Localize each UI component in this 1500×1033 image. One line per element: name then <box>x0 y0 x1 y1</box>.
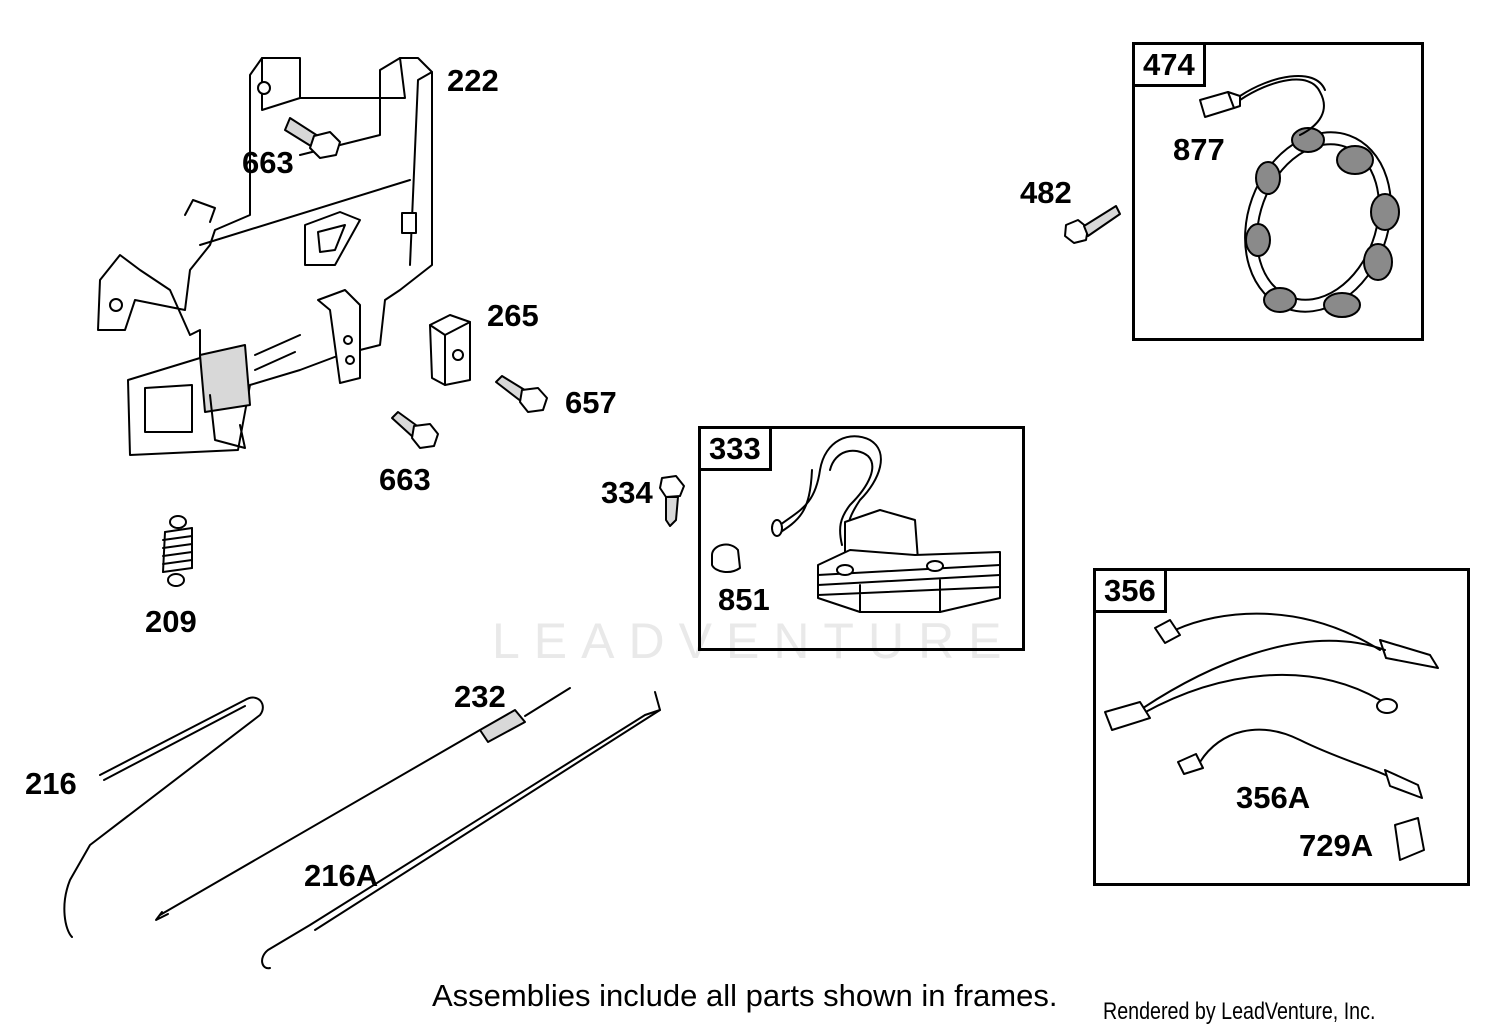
harness-drawing <box>1104 612 1439 861</box>
callout-265: 265 <box>487 298 539 333</box>
frame-474-tab: 474 <box>1132 42 1206 87</box>
wire-216-drawing <box>63 696 264 938</box>
control-bracket-drawing <box>97 57 433 456</box>
callout-222: 222 <box>447 63 499 98</box>
callout-729A: 729A <box>1299 828 1374 863</box>
callout-232: 232 <box>454 679 506 714</box>
screw-663-lower-drawing <box>391 411 439 449</box>
callout-356A: 356A <box>1236 780 1311 815</box>
screw-334-drawing <box>659 475 685 527</box>
screw-657-drawing <box>495 375 548 413</box>
frame-474: 474 <box>1132 42 1424 341</box>
frame-333-tab: 333 <box>698 426 772 471</box>
screw-482-drawing <box>1064 205 1121 244</box>
callout-216A: 216A <box>304 858 379 893</box>
callout-663-lower: 663 <box>379 462 431 497</box>
callout-851: 851 <box>718 582 770 617</box>
footnote: Assemblies include all parts shown in fr… <box>432 978 1058 1013</box>
stator-drawing <box>1199 75 1400 318</box>
callout-663-top: 663 <box>242 145 294 180</box>
render-credit: Rendered by LeadVenture, Inc. <box>1103 998 1376 1025</box>
callout-216: 216 <box>25 766 77 801</box>
callout-657: 657 <box>565 385 617 420</box>
callout-877: 877 <box>1173 132 1225 167</box>
screw-663-top-drawing <box>284 117 341 159</box>
wire-216A-drawing <box>261 691 661 970</box>
frame-333: 333 <box>698 426 1025 651</box>
frame-356-tab: 356 <box>1093 568 1167 613</box>
spring-209-drawing <box>162 515 193 587</box>
armature-drawing <box>711 435 1001 613</box>
callout-334: 334 <box>601 475 653 510</box>
spring-232-drawing <box>155 687 571 921</box>
bracket-265-drawing <box>429 314 471 386</box>
watermark: LEADVENTURE <box>492 613 1016 669</box>
callout-482: 482 <box>1020 175 1072 210</box>
frame-356: 356 <box>1093 568 1470 886</box>
callout-209: 209 <box>145 604 197 639</box>
